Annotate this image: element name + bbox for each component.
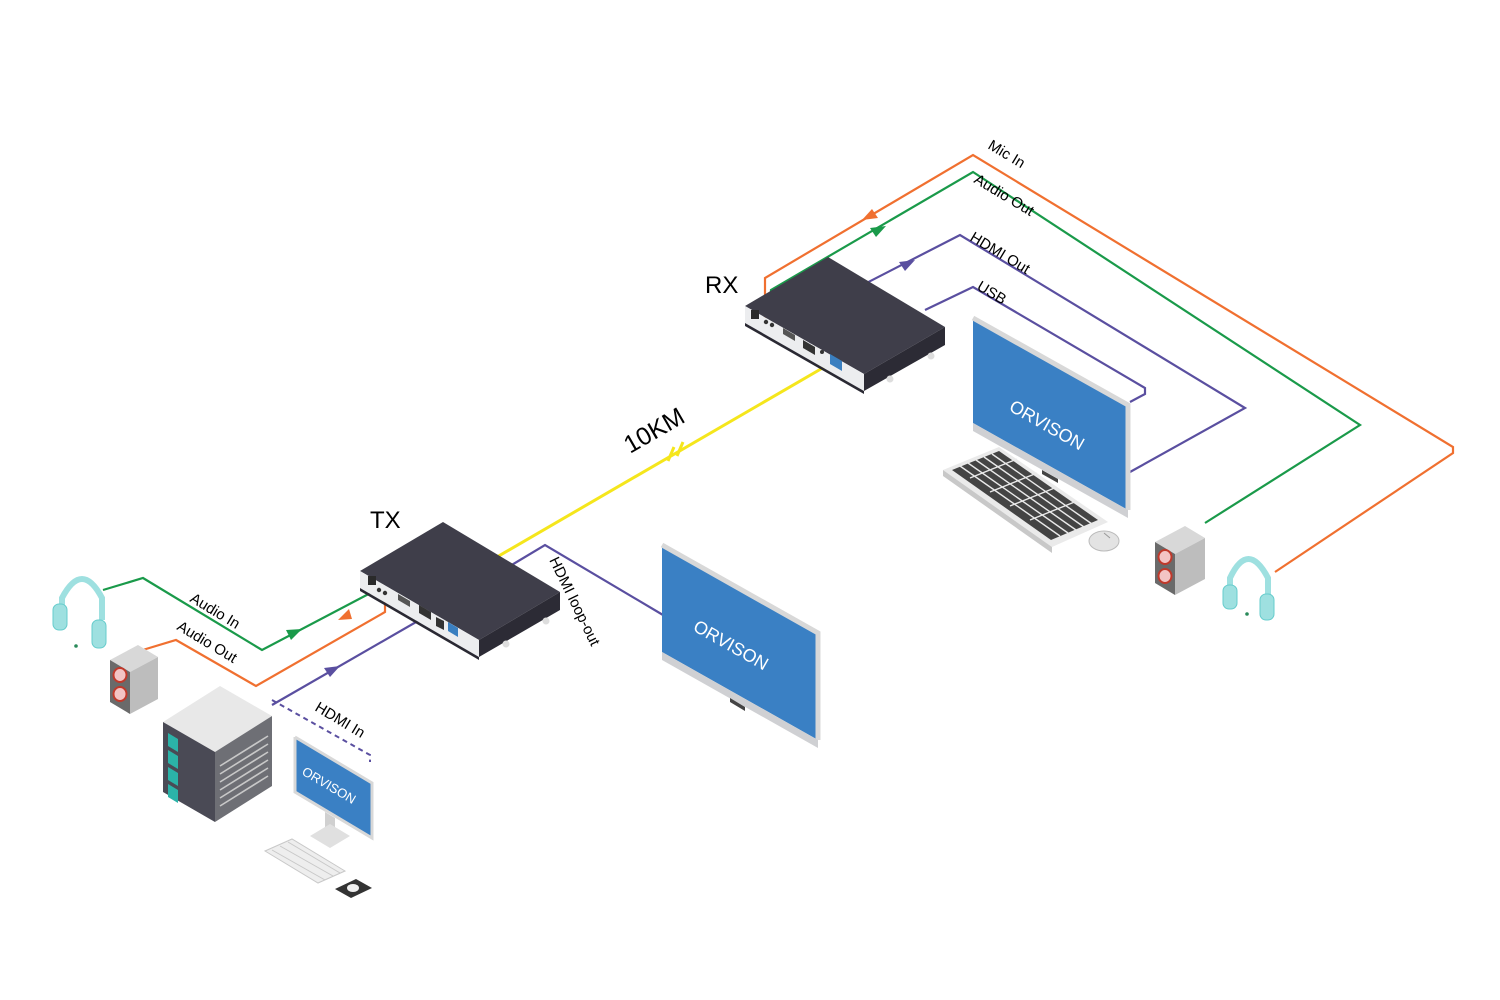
hdmi-loop-out-display [660, 542, 821, 748]
tx-speaker [110, 645, 158, 714]
tx-source-server [163, 686, 272, 822]
rx-hdmi-out-label: HDMI Out [967, 229, 1034, 278]
tx-pc-keyboard [263, 838, 347, 884]
tx-pc-mouse [335, 879, 372, 898]
tx-label: TX [370, 507, 401, 534]
rx-headphone [1222, 556, 1275, 621]
tx-pc-monitor [293, 735, 374, 848]
rx-audio-out-label: Audio Out [971, 171, 1038, 220]
rx-mic-in-link [763, 153, 1455, 573]
tx-hdmi-in-label: HDMI In [312, 699, 368, 742]
tx-audio-in-link [102, 576, 381, 652]
tx-hdmi-loop-out-link [509, 543, 664, 616]
tx-headphone [52, 576, 107, 649]
rx-monitor [971, 315, 1131, 518]
rx-keyboard [943, 447, 1108, 553]
rx-mouse [1088, 530, 1120, 552]
tx-hdmi-in-link [271, 613, 431, 762]
rx-usb-link [924, 285, 1147, 403]
tx-extender-unit [360, 522, 560, 660]
rx-usb-label: USB [974, 278, 1009, 308]
rx-extender-unit [745, 257, 945, 394]
rx-speaker [1155, 526, 1205, 595]
rx-label: RX [705, 272, 738, 299]
